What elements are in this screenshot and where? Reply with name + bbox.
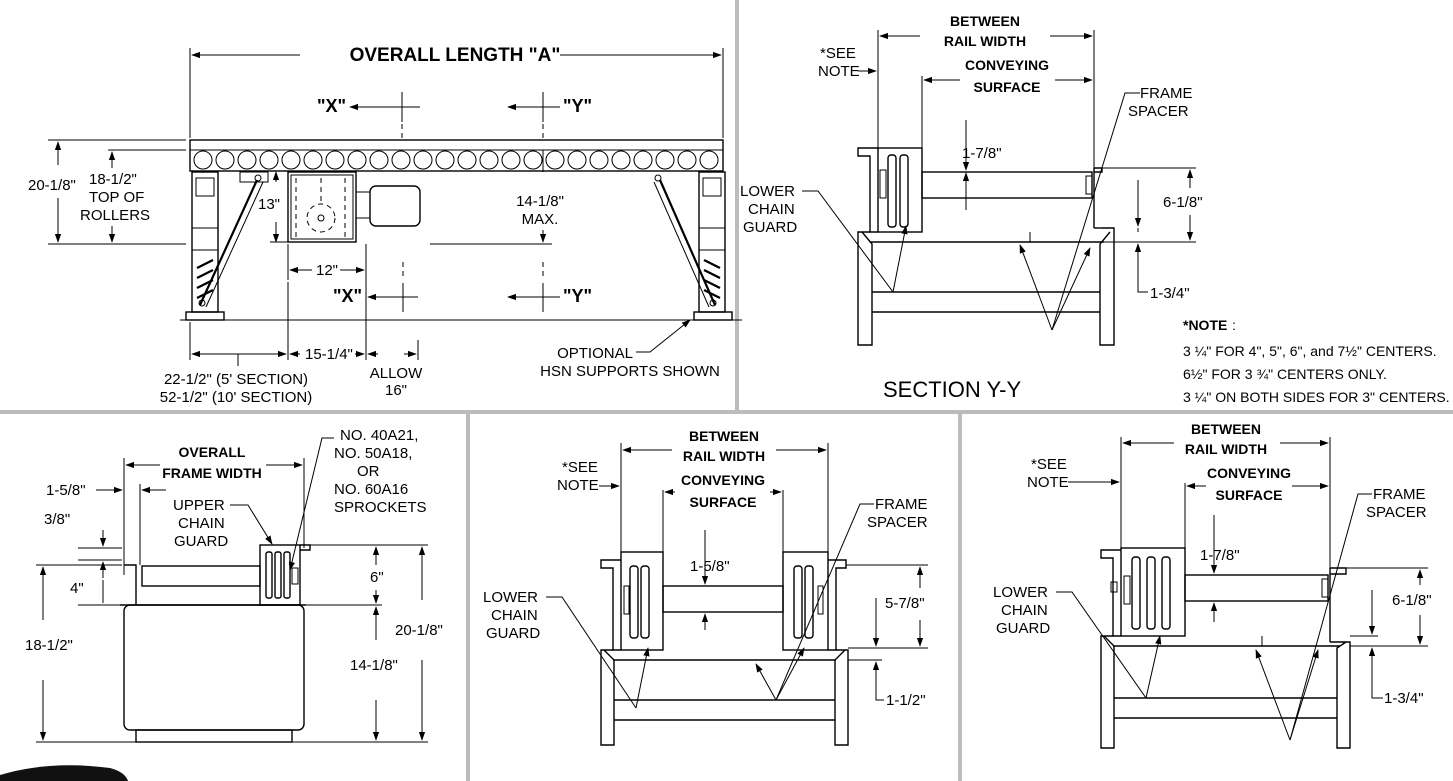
yy-spacer-label: SPACER (1128, 103, 1189, 120)
mid-dim-1-5-8: 1-5/8" (690, 558, 730, 575)
yy-guard-label: GUARD (743, 219, 797, 236)
section-x-bottom: "X" (333, 286, 362, 306)
mid-conveying-label: CONVEYING (681, 472, 765, 488)
end-dim-4: 4" (70, 580, 84, 597)
end-dim-20-1-8: 20-1/8" (395, 622, 443, 639)
yy-conveying-label: CONVEYING (965, 57, 1049, 73)
right-lower-label: LOWER (993, 584, 1048, 601)
yy-lower-label: LOWER (740, 183, 795, 200)
mid-spacer-label: SPACER (867, 514, 928, 531)
yy-between-label: BETWEEN (950, 13, 1020, 29)
end-dim-14-1-8: 14-1/8" (350, 657, 398, 674)
mid-dim-1-1-2: 1-1/2" (886, 692, 926, 709)
end-dim-18-1-2: 18-1/2" (25, 637, 73, 654)
right-conveying-label: CONVEYING (1207, 465, 1291, 481)
right-see-label: *SEE (1031, 456, 1067, 473)
yy-frame-label: FRAME (1140, 85, 1193, 102)
section-yy-title: SECTION Y-Y (883, 377, 1021, 402)
note-title: *NOTE (1183, 317, 1227, 333)
end-sprocket-3: OR (357, 463, 380, 480)
section-x-top: "X" (317, 96, 346, 116)
end-dim-6: 6" (370, 569, 384, 586)
side-dim-15-1-4: 15-1/4" (305, 346, 353, 363)
yy-rail-width-label: RAIL WIDTH (944, 33, 1026, 49)
side-allow-16: 16" (385, 382, 407, 399)
mid-surface-label: SURFACE (690, 494, 757, 510)
mid-between-label: BETWEEN (689, 428, 759, 444)
right-dim-1-7-8: 1-7/8" (1200, 547, 1240, 564)
right-frame-label: FRAME (1373, 486, 1426, 503)
mid-note-label: NOTE (557, 477, 599, 494)
side-view: OVERALL LENGTH "A" "X" "Y" (28, 45, 742, 406)
end-upper-label: UPPER (173, 497, 225, 514)
logo-fragment (0, 765, 128, 781)
right-guard-label: GUARD (996, 620, 1050, 637)
mid-frame-label: FRAME (875, 496, 928, 513)
yy-chain-label: CHAIN (748, 201, 795, 218)
side-allow-label: ALLOW (370, 365, 423, 382)
end-sprocket-4: NO. 60A16 (334, 481, 408, 498)
side-dim-12: 12" (316, 262, 338, 279)
side-top-of-label: TOP OF (89, 189, 144, 206)
rollers (193, 150, 719, 170)
section-right: BETWEEN RAIL WIDTH CONVEYING SURFACE *SE… (993, 421, 1432, 749)
yy-dim-6-1-8: 6-1/8" (1163, 194, 1203, 211)
right-dim-1-3-4: 1-3/4" (1384, 690, 1424, 707)
end-chain-label: CHAIN (178, 515, 225, 532)
section-y-top: "Y" (563, 96, 592, 116)
right-spacer-label: SPACER (1366, 504, 1427, 521)
end-view: OVERALL FRAME WIDTH 1-5/8" 3/8" 4" 18-1/… (25, 427, 443, 743)
side-section-5ft: 22-1/2" (5' SECTION) (164, 371, 308, 388)
side-dim-20-1-8: 20-1/8" (28, 177, 76, 194)
end-sprocket-5: SPROCKETS (334, 499, 427, 516)
yy-dim-1-3-4: 1-3/4" (1150, 285, 1190, 302)
side-max-label: MAX. (522, 211, 559, 228)
section-y-bottom: "Y" (563, 286, 592, 306)
right-note-label: NOTE (1027, 474, 1069, 491)
note-colon: : (1232, 317, 1236, 333)
note-line-3: 3 ¼" ON BOTH SIDES FOR 3" CENTERS. (1183, 389, 1450, 405)
end-sprocket-1: NO. 40A21, (340, 427, 418, 444)
right-between-label: BETWEEN (1191, 421, 1261, 437)
note-line-1: 3 ¼" FOR 4", 5", 6", and 7½" CENTERS. (1183, 343, 1437, 359)
yy-note-label: NOTE (818, 63, 860, 80)
yy-dim-1-7-8: 1-7/8" (962, 145, 1002, 162)
mid-chain-label: CHAIN (491, 607, 538, 624)
end-overall-label: OVERALL (179, 444, 246, 460)
right-surface-label: SURFACE (1216, 487, 1283, 503)
section-middle: BETWEEN RAIL WIDTH CONVEYING SURFACE *SE… (483, 428, 928, 746)
side-hsn-label: HSN SUPPORTS SHOWN (540, 363, 720, 380)
end-frame-width-label: FRAME WIDTH (162, 465, 262, 481)
end-dim-1-5-8: 1-5/8" (46, 482, 86, 499)
side-rollers-label: ROLLERS (80, 207, 150, 224)
yy-surface-label: SURFACE (974, 79, 1041, 95)
side-dim-14-1-8: 14-1/8" (516, 193, 564, 210)
yy-see-label: *SEE (820, 45, 856, 62)
mid-dim-5-7-8: 5-7/8" (885, 595, 925, 612)
right-dim-6-1-8: 6-1/8" (1392, 592, 1432, 609)
end-sprocket-2: NO. 50A18, (334, 445, 412, 462)
right-chain-label: CHAIN (1001, 602, 1048, 619)
end-dim-3-8: 3/8" (44, 511, 70, 528)
side-dim-18-1-2: 18-1/2" (89, 171, 137, 188)
mid-see-label: *SEE (562, 459, 598, 476)
mid-lower-label: LOWER (483, 589, 538, 606)
side-dim-13: 13" (258, 196, 280, 213)
side-optional-label: OPTIONAL (557, 345, 633, 362)
overall-length-label: OVERALL LENGTH "A" (350, 45, 561, 66)
section-yy: BETWEEN RAIL WIDTH CONVEYING SURFACE *SE… (740, 13, 1450, 405)
mid-rail-width-label: RAIL WIDTH (683, 448, 765, 464)
end-guard-label: GUARD (174, 533, 228, 550)
mid-guard-label: GUARD (486, 625, 540, 642)
side-section-10ft: 52-1/2" (10' SECTION) (160, 389, 312, 406)
note-line-2: 6½" FOR 3 ¾" CENTERS ONLY. (1183, 366, 1387, 382)
right-rail-width-label: RAIL WIDTH (1185, 441, 1267, 457)
